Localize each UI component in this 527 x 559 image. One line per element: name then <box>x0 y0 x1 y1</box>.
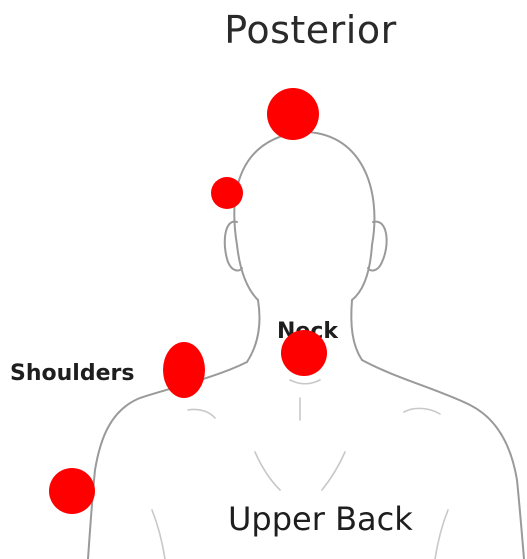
pain-marker-head-left[interactable] <box>211 177 243 209</box>
pain-marker-shoulder[interactable] <box>163 342 205 398</box>
markers-group <box>49 88 327 514</box>
pain-marker-neck[interactable] <box>281 330 327 376</box>
pain-marker-back-left[interactable] <box>49 468 95 514</box>
pain-marker-head-top[interactable] <box>267 88 319 140</box>
